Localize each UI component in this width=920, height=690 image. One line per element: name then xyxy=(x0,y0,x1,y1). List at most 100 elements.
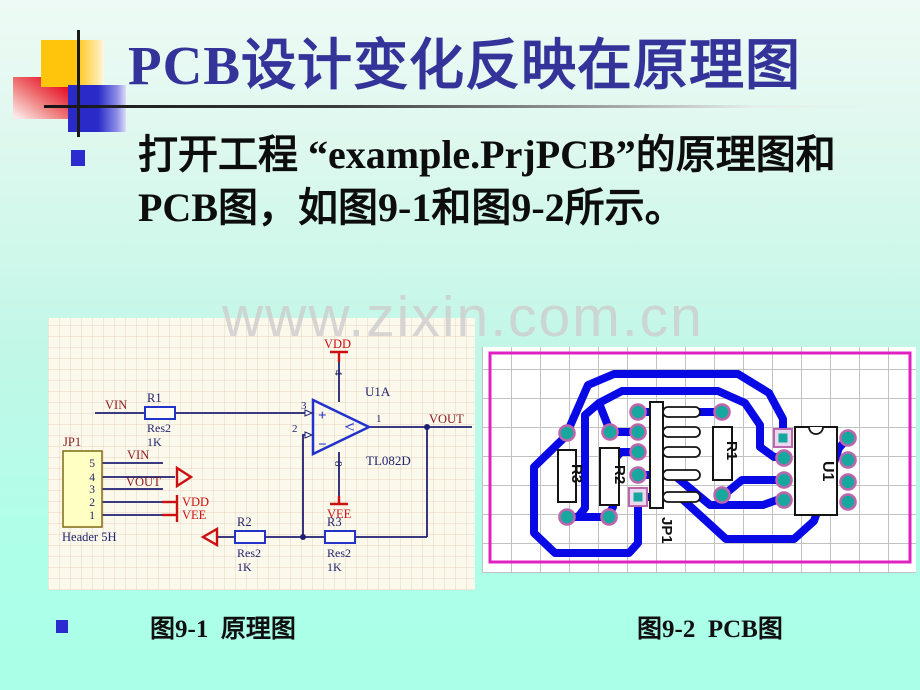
jp1-pin2-label: 2 xyxy=(89,497,95,509)
pcb-board-outline xyxy=(488,351,912,564)
right-arrow-icon xyxy=(175,465,194,489)
opamp-ref-label: U1A xyxy=(365,384,391,399)
junction-dot xyxy=(300,534,306,540)
pcb-r1-label: R1 xyxy=(723,441,740,460)
vee-label: VEE xyxy=(327,507,352,521)
pcb-u1-body xyxy=(794,426,838,516)
pcb-jp1-pin-slot xyxy=(662,426,701,438)
schematic-labels: VDD 4 U1A 3 2 + − V 1 VOUT TL082D 8 VEE … xyxy=(62,337,464,574)
pcb-jp1-label: JP1 xyxy=(658,517,675,544)
caption-fig1: 图9-1 原理图 xyxy=(150,616,296,643)
vout-net-label: VOUT xyxy=(429,412,464,426)
jp1-ref-label: JP1 xyxy=(63,435,81,449)
slide-title: PCB设计变化反映在原理图 xyxy=(128,35,802,96)
opamp-pin2-label: 2 xyxy=(292,423,298,435)
opamp-pin8-label: 8 xyxy=(332,461,344,467)
pcb-svg: R3 R2 JP1 R1 U1 xyxy=(488,351,912,564)
pcb-r3-label: R3 xyxy=(568,464,585,483)
schematic-wires xyxy=(95,362,472,538)
pcb-pad xyxy=(629,466,647,484)
pcb-pad xyxy=(601,423,619,441)
opamp-part-label: TL082D xyxy=(366,453,411,468)
pcb-u1-label: U1 xyxy=(819,461,836,482)
r3-ref-label: R3 xyxy=(327,515,342,529)
jp1-pin4-label: 4 xyxy=(89,472,95,484)
pcb-pad xyxy=(629,443,647,461)
pcb-pad xyxy=(600,508,618,526)
resistor-r3-body xyxy=(324,530,356,544)
opamp-pin4-label: 4 xyxy=(332,370,344,376)
r1-type-label: Res2 xyxy=(147,421,171,435)
pcb-pad xyxy=(839,493,857,511)
pcb-pad xyxy=(775,491,793,509)
pin-arrow-icon xyxy=(304,431,314,439)
r2-type-label: Res2 xyxy=(237,546,261,560)
jp1-vdd-label: VDD xyxy=(182,495,209,509)
pcb-jp1-pin-slot xyxy=(662,446,701,458)
pcb-square-pad-hole xyxy=(633,492,643,502)
jp1-pin5-label: 5 xyxy=(89,458,95,470)
pcb-pad xyxy=(629,423,647,441)
pcb-pad xyxy=(839,473,857,491)
jp1-pin3-label: 3 xyxy=(89,484,95,496)
power-symbols xyxy=(162,350,348,548)
caption-bullet-icon xyxy=(56,620,68,633)
jp1-vee-label: VEE xyxy=(182,508,207,522)
pcb-jp1-pin-slot xyxy=(662,469,701,481)
logo-yellow-square xyxy=(41,40,104,87)
pcb-r3-body xyxy=(557,449,577,503)
r3-type-label: Res2 xyxy=(327,546,351,560)
resistor-r1-body xyxy=(144,406,176,420)
pcb-round-pads xyxy=(558,403,857,526)
pcb-u1-notch-icon xyxy=(808,426,824,435)
vdd-label: VDD xyxy=(324,337,351,351)
opamp-pin3-label: 3 xyxy=(301,400,307,412)
opamp-minus-icon: − xyxy=(318,437,327,453)
opamp-pin1-label: 1 xyxy=(376,413,382,425)
pcb-pad xyxy=(558,424,576,442)
r2-ref-label: R2 xyxy=(237,515,252,529)
body-text-line2: PCB图，如图9-1和图9-2所示。 xyxy=(138,185,685,230)
vin-net-label: VIN xyxy=(105,398,127,412)
pcb-r2-label: R2 xyxy=(611,465,628,484)
pcb-figure: R3 R2 JP1 R1 U1 xyxy=(482,347,916,573)
pcb-square-pads xyxy=(628,428,793,507)
pcb-pad xyxy=(713,403,731,421)
title-underline-rule xyxy=(44,105,880,108)
pcb-pad xyxy=(775,449,793,467)
bullet-square-icon xyxy=(71,150,85,166)
junction-dot xyxy=(424,424,430,430)
pcb-pad xyxy=(558,508,576,526)
r1-ref-label: R1 xyxy=(147,391,162,405)
pcb-pad xyxy=(775,471,793,489)
jp1-vout-label: VOUT xyxy=(126,475,161,489)
opamp-plus-icon: + xyxy=(318,408,327,424)
pcb-square-pad-hole xyxy=(778,433,788,443)
pcb-component-bodies xyxy=(557,401,838,516)
body-text-line1: 打开工程 “example.PrjPCB”的原理图和 xyxy=(138,132,836,177)
r1-value-label: 1K xyxy=(147,435,162,449)
pcb-jp1-body xyxy=(649,401,664,509)
resistor-r2-body xyxy=(234,530,266,544)
logo-vertical-line xyxy=(77,30,80,137)
pin-arrow-icon xyxy=(304,409,314,417)
r2-value-label: 1K xyxy=(237,560,252,574)
jp1-vin-label: VIN xyxy=(127,448,149,462)
pcb-r2-body xyxy=(599,447,620,506)
r3-value-label: 1K xyxy=(327,560,342,574)
pcb-pad xyxy=(839,429,857,447)
watermark-text: www.zixin.com.cn xyxy=(222,285,704,349)
schematic-svg: VDD 4 U1A 3 2 + − V 1 VOUT TL082D 8 VEE … xyxy=(62,337,472,574)
jp1-part-label: Header 5H xyxy=(62,530,117,544)
pcb-jp1-pin-slot xyxy=(662,491,701,503)
pcb-jp1-pin-slot xyxy=(662,406,701,418)
left-arrow-icon xyxy=(200,526,219,548)
caption-fig2: 图9-2 PCB图 xyxy=(637,616,783,643)
schematic-figure: VDD 4 U1A 3 2 + − V 1 VOUT TL082D 8 VEE … xyxy=(48,318,475,590)
header-jp1-body xyxy=(62,450,103,528)
pcb-pad xyxy=(713,486,731,504)
opamp-triangle xyxy=(311,398,372,456)
body-text: 打开工程 “example.PrjPCB”的原理图和 PCB图，如图9-1和图9… xyxy=(138,128,908,234)
pcb-pad xyxy=(629,403,647,421)
pcb-pad xyxy=(839,451,857,469)
